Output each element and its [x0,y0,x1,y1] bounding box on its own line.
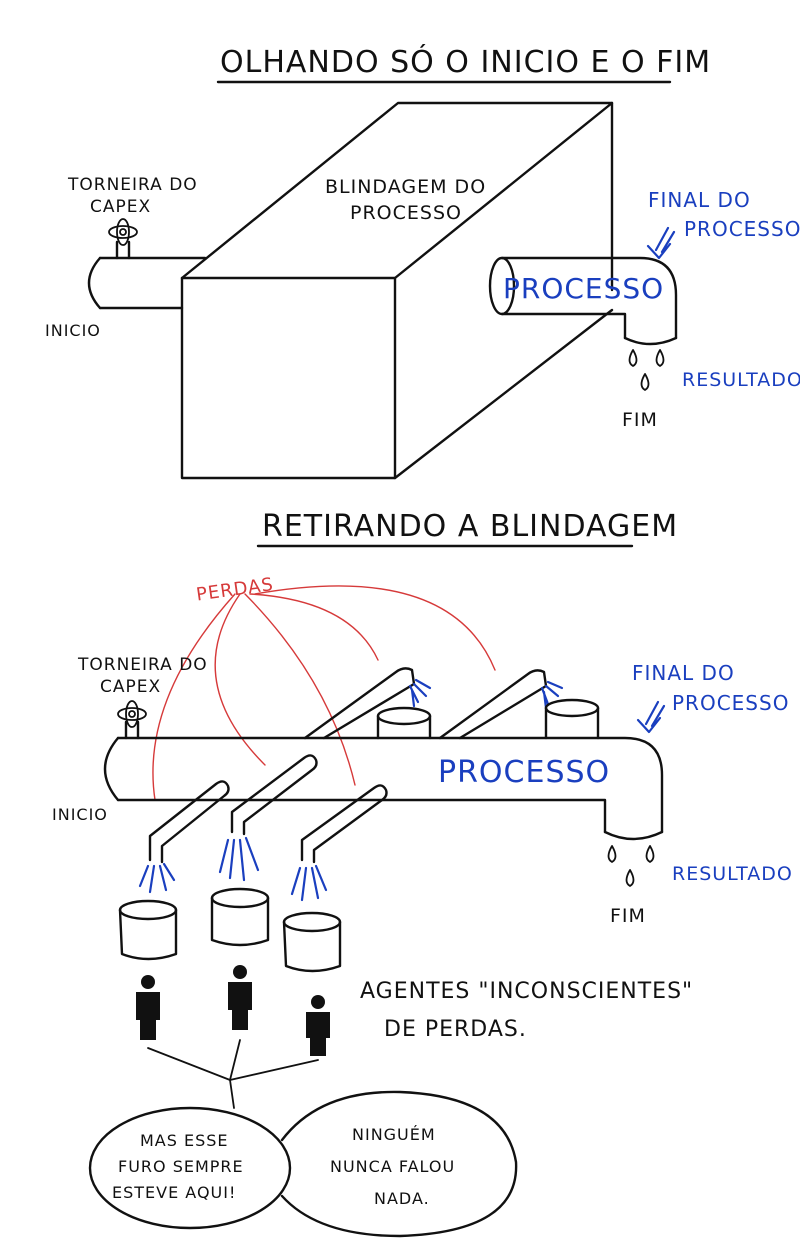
top-section: OLHANDO SÓ O INICIO E O FIM TORNEIRA DO … [45,43,800,480]
bottom-result-drops-icon [607,845,655,887]
top-result-label: RESULTADO [682,369,800,391]
agents-label-2: DE PERDAS. [384,1017,527,1042]
top-leak-bucket-2 [544,698,600,740]
bottom-faucet-label-2: CAPEX [100,677,161,697]
speech-bubble-left: MAS ESSE FURO SEMPRE ESTEVE AQUI! [88,1106,292,1230]
bubble-left-line-2: FURO SEMPRE [118,1157,244,1176]
bottom-section: RETIRANDO A BLINDAGEM PERDAS TORNEIRA DO… [52,509,793,1109]
top-process-label: PROCESSO [503,272,664,305]
bottom-result-label: RESULTADO [672,863,793,885]
top-leak-bucket-1 [376,706,432,740]
top-end-process-label-2: PROCESSO [684,217,800,241]
top-start-label: INICIO [45,321,101,340]
bubble-left-line-3: ESTEVE AQUI! [112,1183,236,1202]
bottom-faucet-label-1: TORNEIRA DO [77,655,208,675]
speech-bubble-right: NINGUÉM NUNCA FALOU NADA. [280,1090,518,1238]
losses-arcs [152,585,496,801]
bubble-right-line-1: NINGUÉM [352,1125,436,1144]
bucket-2 [210,887,270,947]
bottom-leak-pipe-2 [218,754,318,882]
top-end-label: FIM [622,409,658,431]
bubble-right-line-3: NADA. [374,1189,430,1208]
agents-connector [147,1039,319,1109]
top-end-arrow-icon [646,226,676,260]
bottom-leak-pipe-1 [138,780,230,894]
speech-bubbles: MAS ESSE FURO SEMPRE ESTEVE AQUI! NINGUÉ… [88,1090,518,1238]
top-inlet-pipe [87,256,207,310]
agent-person-icon-1 [136,975,160,1040]
agent-person-icon-3 [306,995,330,1056]
top-shield-label-2: PROCESSO [350,202,462,224]
bucket-1 [118,899,178,961]
top-title: OLHANDO SÓ O INICIO E O FIM [220,43,711,80]
top-result-drops-icon [628,349,665,391]
bottom-end-process-label-2: PROCESSO [672,691,789,715]
top-faucet-label-2: CAPEX [90,197,151,217]
top-faucet-valve-icon [108,218,138,260]
top-leak-pipe-2 [438,669,564,740]
bottom-faucet-valve-icon [117,700,147,740]
bucket-3 [282,911,342,973]
bottom-title: RETIRANDO A BLINDAGEM [262,509,678,544]
bottom-main-pipe [103,736,664,841]
bottom-end-arrow-icon [636,700,666,734]
bottom-end-label: FIM [610,905,646,927]
bubble-right-line-2: NUNCA FALOU [330,1157,455,1176]
top-end-process-label-1: FINAL DO [648,188,751,212]
top-faucet-label-1: TORNEIRA DO [67,175,198,195]
agent-person-icon-2 [228,965,252,1030]
top-shield-label-1: BLINDAGEM DO [325,176,486,198]
top-leak-pipe-1 [303,667,432,740]
bottom-leak-pipe-3 [290,784,388,902]
bubble-left-line-1: MAS ESSE [140,1131,229,1150]
bottom-start-label: INICIO [52,805,108,824]
bottom-process-label: PROCESSO [438,755,610,790]
agents-label-1: AGENTES "INCONSCIENTES" [360,979,693,1004]
bottom-end-process-label-1: FINAL DO [632,661,735,685]
top-outlet-pipe [488,256,678,346]
